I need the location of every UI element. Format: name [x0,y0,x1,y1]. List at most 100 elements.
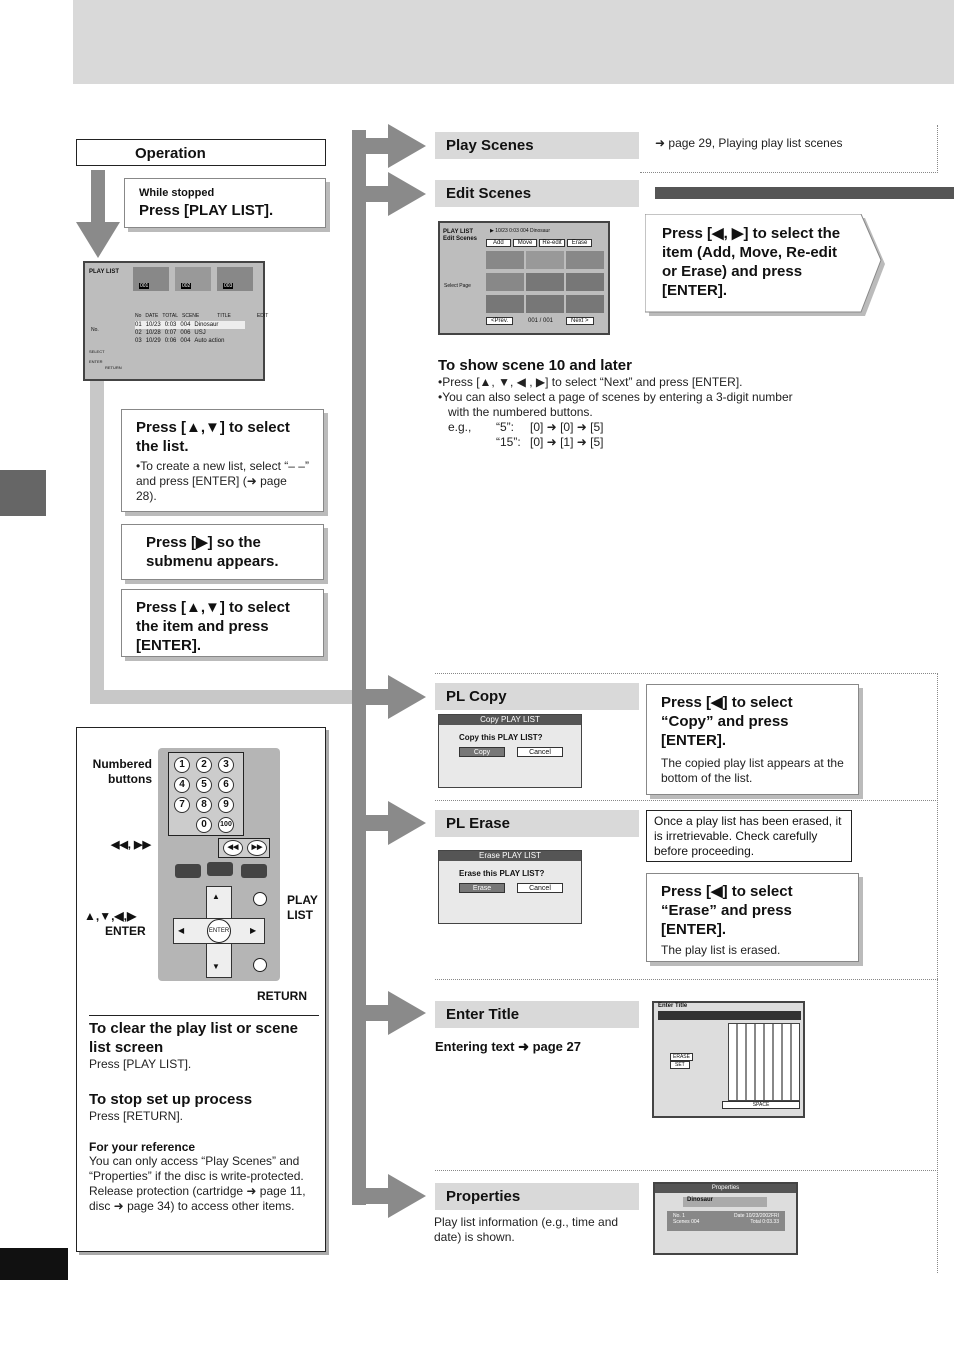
scene10-example-1: e.g.,“5”:[0] ➜ [0] ➜ [5] [448,420,604,434]
properties-name: Dinosaur [683,1197,767,1207]
key-6[interactable]: 6 [218,777,234,793]
scene-thumb [526,295,564,313]
header-edit: EDIT [256,313,269,319]
header-total: TOTAL [162,313,179,319]
step-select-list-text: Press [▲,▼] to select the list. [136,419,290,455]
header-band [73,0,954,84]
key-8[interactable]: 8 [196,797,212,813]
clear-heading: To clear the play list or scene list scr… [89,1020,298,1056]
tab-add[interactable]: Add [486,239,511,247]
skip-forward-icon[interactable]: ▶▶ [247,840,267,856]
pl-erase-callout-text: Press [◀] to select “Erase” and press [E… [661,883,793,938]
header-title: TITLE [217,313,231,319]
erase-dialog: Erase PLAY LIST Erase this PLAY LIST? Er… [438,850,582,924]
edit-scenes-callout-text: Press [◀, ▶] to select the item (Add, Mo… [662,225,841,299]
branch-arrow-icon [366,991,426,1035]
play-button[interactable] [241,864,267,878]
tab-re-edit[interactable]: Re-edit [539,239,565,247]
branch-spine [352,130,366,1205]
up-arrow-icon[interactable]: ▲ [212,892,220,901]
copy-dialog-title: Copy PLAY LIST [439,715,581,725]
step-select-list: Press [▲,▼] to select the list. •To crea… [121,409,324,512]
key-2[interactable]: 2 [196,757,212,773]
arrows-label: ▲,▼,◀,▶ [84,909,137,923]
play-list-label: PLAY LIST [287,893,318,922]
play-list-screen: PLAY LIST 001 002 003 No DATE TOTAL SCEN… [83,261,269,381]
key-5[interactable]: 5 [196,777,212,793]
copy-button[interactable]: Copy [459,747,505,757]
key-4[interactable]: 4 [174,777,190,793]
scene10-bullet-2: •You can also select a page of scenes by… [438,390,793,419]
title-input-field[interactable] [658,1011,801,1020]
cancel-button[interactable]: Cancel [517,747,563,757]
pl-erase-bar[interactable]: PL Erase [435,810,639,837]
divider [435,800,938,801]
prev-button[interactable]: <Prev. [486,317,514,325]
next-button[interactable]: Next > [566,317,594,325]
left-arrow-icon[interactable]: ◀ [178,926,185,935]
play-scenes-ref: ➜ page 29, Playing play list scenes [655,136,843,150]
key-100[interactable]: 100 [218,817,234,833]
character-grid[interactable] [728,1023,800,1101]
page-number-tab [0,1248,68,1280]
skip-buttons: ◀◀ ▶▶ [218,838,270,858]
scene-thumb [566,295,604,313]
step-select-item: Press [▲,▼] to select the item and press… [121,589,324,657]
return-label: RETURN [257,989,307,1003]
erase-dialog-buttons: Erase Cancel [439,878,581,893]
title-screen-heading: Enter Title [658,1003,688,1009]
skip-back-icon[interactable]: ◀◀ [223,840,243,856]
cancel-button[interactable]: Cancel [517,883,563,893]
scene10-heading: To show scene 10 and later [438,357,632,374]
tab-move[interactable]: Move [512,239,538,247]
flow-spine-horizontal [90,690,352,704]
key-3[interactable]: 3 [218,757,234,773]
screen-title: PLAY LIST [89,269,120,275]
play-list-button[interactable] [253,892,267,906]
stop-button[interactable] [175,864,201,878]
thumb-1-label: 001 [139,283,150,289]
numbered-buttons-label: Numbered buttons [92,757,152,786]
pl-copy-bar[interactable]: PL Copy [435,683,639,710]
key-0[interactable]: 0 [196,817,212,833]
key-1[interactable]: 1 [174,757,190,773]
pl-frame [435,673,938,1273]
title-erase-button[interactable]: ERASE [670,1053,693,1061]
step-stopped-text: Press [PLAY LIST]. [139,202,274,219]
step-select-list-note: •To create a new list, select “– –” and … [136,459,309,503]
header-no: No [135,313,142,319]
title-space-button[interactable]: SPACE [722,1101,800,1109]
properties-bar[interactable]: Properties [435,1183,639,1210]
scene-thumb [486,273,524,291]
edit-scenes-bar[interactable]: Edit Scenes [435,180,639,207]
edit-screen-title: PLAY LIST Edit Scenes [443,229,478,242]
pause-button[interactable] [207,862,233,876]
down-arrow-icon[interactable]: ▼ [212,962,220,971]
key-7[interactable]: 7 [174,797,190,813]
scene-thumb [486,251,524,269]
enter-button[interactable]: ENTER [207,919,231,943]
branch-arrow-icon [366,801,426,845]
key-9[interactable]: 9 [218,797,234,813]
enter-label: ENTER [105,924,146,938]
title-set-button[interactable]: SET [670,1061,690,1069]
divider [435,979,938,980]
clear-text: Press [PLAY LIST]. [89,1057,192,1071]
play-scenes-bar[interactable]: Play Scenes [435,132,639,159]
flow-arrow-shaft [91,170,105,230]
info-section: To clear the play list or scene list scr… [89,1019,319,1214]
reference-heading: For your reference [89,1140,196,1154]
right-arrow-icon[interactable]: ▶ [250,926,257,935]
scene10-example-2: “15”:[0] ➜ [1] ➜ [5] [496,435,604,449]
copy-dialog-buttons: Copy Cancel [439,742,581,757]
section-rule [655,187,954,199]
tab-erase[interactable]: Erase [566,239,593,247]
enter-title-bar[interactable]: Enter Title [435,1001,639,1028]
erase-button[interactable]: Erase [459,883,505,893]
header-date: DATE [145,313,159,319]
return-button[interactable] [253,958,267,972]
